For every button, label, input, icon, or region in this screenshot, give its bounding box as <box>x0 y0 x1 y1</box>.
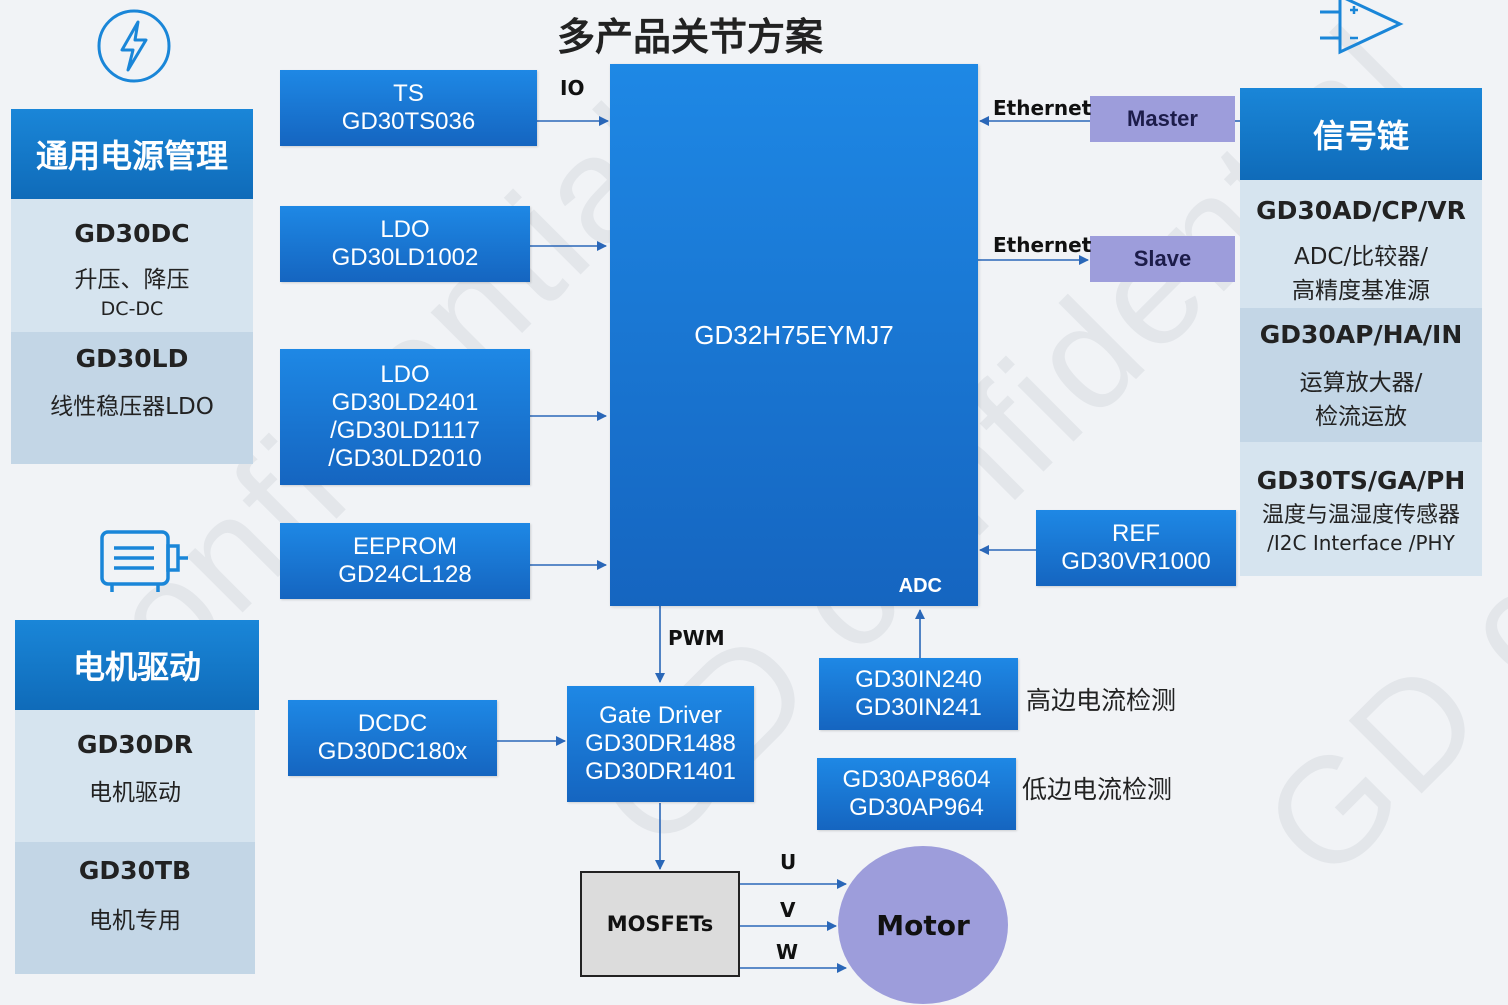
ldo-block-2: LDO GD30LD2401 /GD30LD1117 /GD30LD2010 <box>280 349 530 485</box>
io-label: IO <box>560 76 585 100</box>
motor-item-dr: GD30DR 电机驱动 <box>15 710 255 842</box>
amplifier-icon <box>1320 0 1404 55</box>
product-name: GD30TS/GA/PH <box>1256 466 1466 495</box>
product-name: GD30LD <box>75 344 189 373</box>
dcdc-block: DCDC GD30DC180x <box>288 700 497 776</box>
phase-w-label: W <box>776 940 799 964</box>
product-desc: 检流运放 <box>1315 404 1407 430</box>
product-name: GD30DR <box>76 730 194 759</box>
mosfets-block: MOSFETs <box>580 871 740 977</box>
mcu-name: GD32H75EYMJ7 <box>694 320 894 350</box>
master-block: Master <box>1090 96 1235 142</box>
phase-u-label: U <box>780 850 797 874</box>
product-desc: 升压、降压 <box>74 267 190 293</box>
signal-item-ap: GD30AP/HA/IN 运算放大器/ 检流运放 <box>1240 308 1482 442</box>
motor-icon <box>100 530 188 592</box>
low-side-sense-block: GD30AP8604 GD30AP964 <box>817 758 1016 830</box>
high-side-label: 高边电流检测 <box>1026 686 1177 715</box>
high-side-sense-block: GD30IN240 GD30IN241 <box>819 658 1018 730</box>
product-name: GD30AP/HA/IN <box>1259 320 1463 349</box>
signal-chain-header: 信号链 <box>1240 88 1482 192</box>
signal-item-ts: GD30TS/GA/PH 温度与温湿度传感器 /I2C Interface /P… <box>1240 442 1482 576</box>
signal-item-ad: GD30AD/CP/VR ADC/比较器/ 高精度基准源 <box>1240 180 1482 308</box>
motor-block: Motor <box>838 846 1008 1004</box>
product-desc: 电机专用 <box>89 908 181 934</box>
power-management-header: 通用电源管理 <box>11 109 253 211</box>
motor-item-tb: GD30TB 电机专用 <box>15 842 255 974</box>
product-desc: 高精度基准源 <box>1292 278 1430 304</box>
page-title: 多产品关节方案 <box>556 15 823 59</box>
power-item-ld: GD30LD 线性稳压器LDO <box>11 332 253 464</box>
phase-v-label: V <box>780 898 796 922</box>
lightning-icon <box>97 9 171 83</box>
eeprom-block: EEPROM GD24CL128 <box>280 523 530 599</box>
product-desc: 电机驱动 <box>89 780 181 806</box>
ldo-block-1: LDO GD30LD1002 <box>280 206 530 282</box>
ethernet-label-2: Ethernet <box>993 233 1092 257</box>
ref-block: REF GD30VR1000 <box>1036 510 1236 586</box>
product-desc: 运算放大器/ <box>1299 370 1423 396</box>
mcu-block: GD32H75EYMJ7 ADC <box>610 64 978 606</box>
pwm-label: PWM <box>668 626 725 650</box>
mcu-adc-label: ADC <box>898 575 942 597</box>
product-desc: 温度与温湿度传感器 <box>1261 503 1460 528</box>
product-sub: DC-DC <box>100 298 164 320</box>
ts-block: TS GD30TS036 <box>280 70 537 146</box>
motor-drive-header: 电机驱动 <box>15 620 259 722</box>
power-item-dc: GD30DC 升压、降压 DC-DC <box>11 199 253 332</box>
low-side-label: 低边电流检测 <box>1022 775 1173 804</box>
product-desc: 线性稳压器LDO <box>50 394 214 420</box>
gate-driver-block: Gate Driver GD30DR1488 GD30DR1401 <box>567 686 754 802</box>
product-name: GD30DC <box>74 219 190 248</box>
product-desc: ADC/比较器/ <box>1293 244 1428 270</box>
slave-block: Slave <box>1090 236 1235 282</box>
product-name: GD30TB <box>78 856 192 885</box>
product-desc: /I2C Interface /PHY <box>1267 531 1455 555</box>
ethernet-label-1: Ethernet <box>993 96 1092 120</box>
product-name: GD30AD/CP/VR <box>1256 196 1466 225</box>
